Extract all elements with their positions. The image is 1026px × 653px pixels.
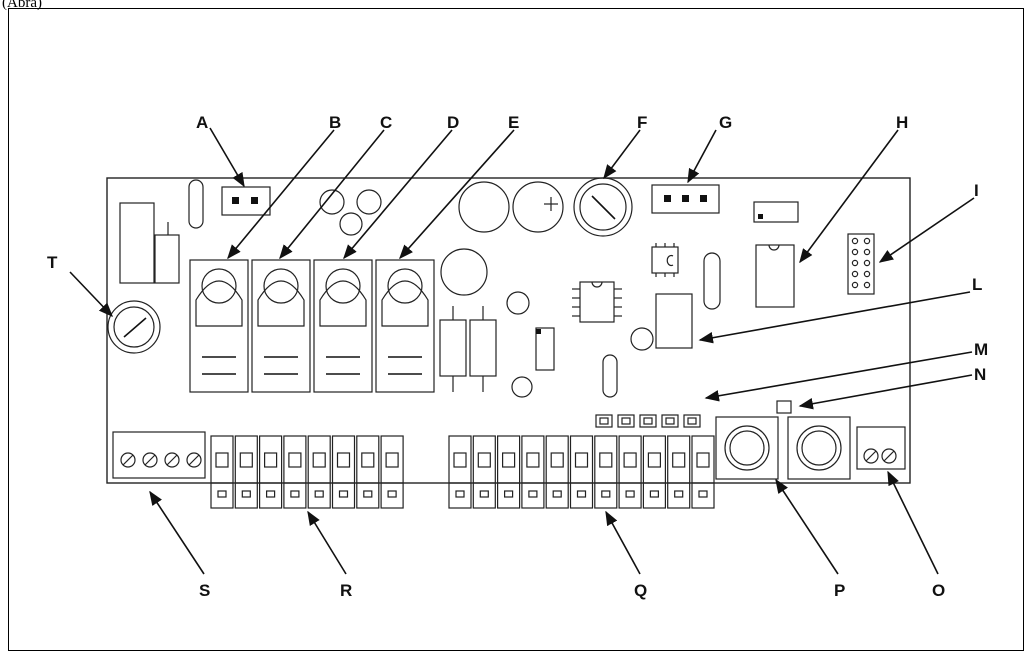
small-caps bbox=[319, 189, 382, 236]
trimmer-f bbox=[573, 177, 633, 237]
figure-caption: (Abra) bbox=[2, 0, 42, 11]
terminal-cell bbox=[618, 435, 642, 509]
callout-label-o: O bbox=[932, 581, 945, 600]
callout-label-m: M bbox=[974, 340, 988, 359]
callout-line-i bbox=[878, 197, 975, 263]
callout-label-l: L bbox=[972, 275, 982, 294]
terminal-cell bbox=[331, 435, 356, 509]
led-n bbox=[776, 400, 792, 414]
ic-h bbox=[753, 201, 799, 308]
callout-line-r bbox=[307, 510, 347, 575]
board-outline bbox=[106, 177, 911, 484]
relay bbox=[189, 259, 249, 393]
terminal-s bbox=[112, 431, 206, 479]
callout-labels: A B C D E F G H I L M N O P Q R S T bbox=[47, 113, 988, 600]
callout-lines bbox=[69, 127, 975, 575]
callout-line-b bbox=[227, 129, 335, 260]
callout-line-o bbox=[887, 470, 939, 575]
connector-g bbox=[651, 184, 720, 214]
terminal-o bbox=[856, 426, 906, 470]
callout-line-p bbox=[775, 478, 839, 575]
terminal-cell bbox=[259, 435, 283, 509]
relays bbox=[189, 259, 435, 393]
trimmer-t bbox=[107, 300, 161, 354]
callout-line-l bbox=[698, 291, 971, 344]
callout-label-d: D bbox=[447, 113, 459, 132]
callout-label-r: R bbox=[340, 581, 352, 600]
module-l bbox=[655, 252, 721, 349]
callout-line-q bbox=[605, 510, 641, 575]
callout-line-t bbox=[69, 271, 113, 318]
callout-line-g bbox=[687, 129, 717, 184]
terminal-cell bbox=[356, 435, 380, 509]
header-i bbox=[847, 233, 875, 295]
terminal-cell bbox=[307, 435, 331, 509]
terminal-cell bbox=[594, 435, 618, 509]
callout-line-m bbox=[704, 351, 973, 402]
terminal-cell bbox=[691, 435, 715, 509]
terminal-cell bbox=[448, 435, 472, 509]
callout-label-t: T bbox=[47, 253, 58, 272]
callout-line-s bbox=[149, 490, 205, 575]
terminal-cell bbox=[569, 435, 594, 509]
callout-label-h: H bbox=[896, 113, 908, 132]
callout-label-p: P bbox=[834, 581, 845, 600]
relay bbox=[313, 259, 373, 393]
callout-label-a: A bbox=[196, 113, 208, 132]
terminal-cell bbox=[283, 435, 307, 509]
callout-label-n: N bbox=[974, 365, 986, 384]
callout-label-g: G bbox=[719, 113, 732, 132]
callout-label-c: C bbox=[380, 113, 392, 132]
terminal-cell bbox=[472, 435, 496, 509]
relay bbox=[251, 259, 311, 393]
terminal-block-q bbox=[448, 435, 715, 509]
terminal-cell bbox=[380, 435, 404, 509]
callout-label-b: B bbox=[329, 113, 341, 132]
push-buttons bbox=[715, 416, 851, 480]
connector-a bbox=[221, 186, 271, 216]
callout-label-e: E bbox=[508, 113, 519, 132]
terminal-cell bbox=[642, 435, 667, 509]
terminal-cell bbox=[497, 435, 521, 509]
terminal-cell bbox=[521, 435, 545, 509]
relay bbox=[375, 259, 435, 393]
callout-line-n bbox=[798, 374, 973, 410]
terminal-cell bbox=[234, 435, 258, 509]
terminal-cell bbox=[667, 435, 691, 509]
middle-components bbox=[439, 306, 654, 398]
callout-label-i: I bbox=[974, 181, 979, 200]
callout-label-s: S bbox=[199, 581, 210, 600]
callout-line-a bbox=[209, 127, 245, 188]
callout-line-h bbox=[799, 129, 899, 264]
large-caps bbox=[440, 181, 564, 398]
terminal-cell bbox=[545, 435, 569, 509]
callout-line-f bbox=[603, 129, 641, 180]
callout-label-f: F bbox=[637, 113, 647, 132]
callout-line-e bbox=[399, 129, 515, 260]
callout-label-q: Q bbox=[634, 581, 647, 600]
ic-center bbox=[572, 281, 622, 323]
led-row-m bbox=[595, 414, 701, 428]
left-components bbox=[119, 179, 204, 284]
callout-line-c bbox=[279, 129, 385, 260]
callout-line-d bbox=[343, 129, 453, 260]
ic-small bbox=[651, 243, 679, 277]
terminal-cell bbox=[210, 435, 234, 509]
terminal-block-r bbox=[210, 435, 404, 509]
figure-frame bbox=[8, 8, 1024, 651]
